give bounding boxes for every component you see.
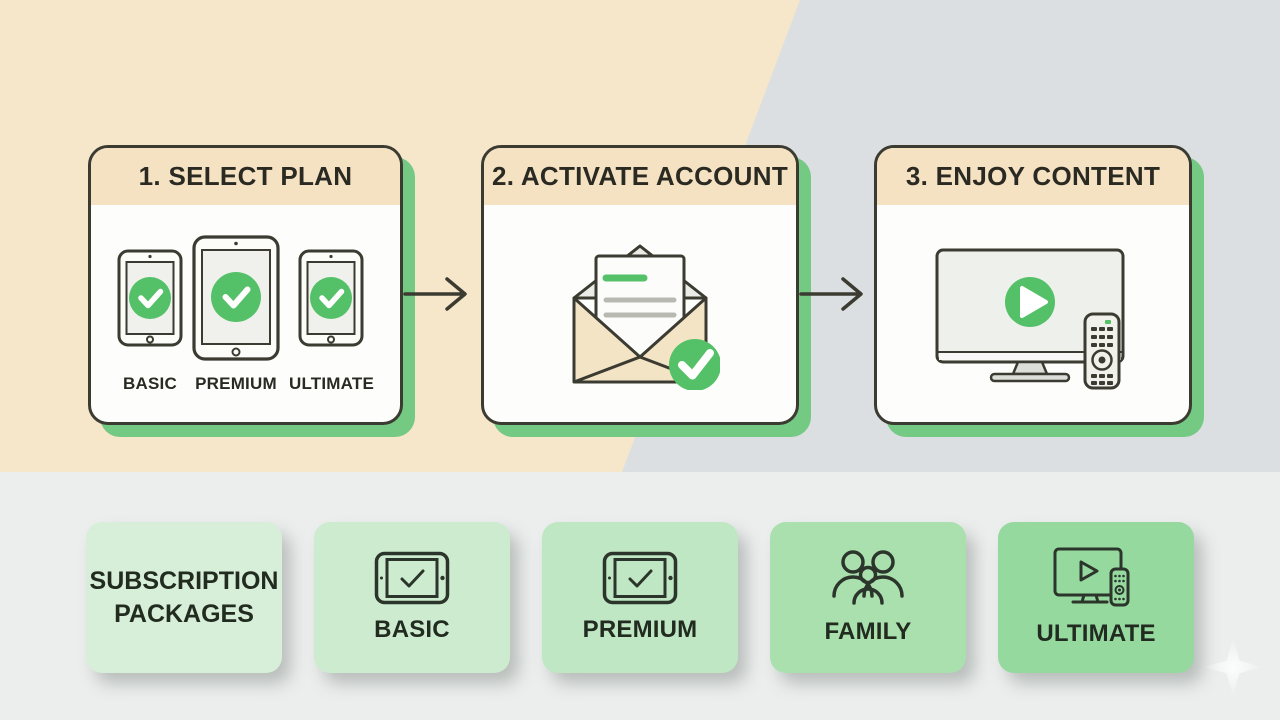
- plan-label: ULTIMATE: [288, 373, 374, 393]
- plan-label: PREMIUM: [195, 373, 277, 393]
- step-card-activate-account: 2. ACTIVATE ACCOUNT: [481, 145, 799, 425]
- tablet-check-icon: [117, 234, 183, 362]
- plan-option-ultimate: ULTIMATE: [289, 234, 374, 394]
- tablet-check-icon: [602, 551, 678, 605]
- step-title: 1. SELECT PLAN: [91, 148, 400, 205]
- package-basic-button[interactable]: BASIC: [314, 522, 510, 673]
- packages-title: SUBSCRIPTION PACKAGES: [89, 566, 279, 628]
- package-family-button[interactable]: FAMILY: [770, 522, 966, 673]
- family-icon: [829, 549, 907, 607]
- tv-play-remote-icon: [935, 248, 1125, 390]
- plan-option-premium: PREMIUM: [192, 234, 280, 394]
- step-body: BASIC PREMIUM: [91, 205, 400, 422]
- tablet-check-icon: [374, 551, 450, 605]
- package-premium-button[interactable]: PREMIUM: [542, 522, 738, 673]
- tv-remote-icon: [1053, 547, 1139, 609]
- tablet-check-icon: [192, 234, 280, 362]
- step-title: 3. ENJOY CONTENT: [877, 148, 1189, 205]
- subscription-packages-header: SUBSCRIPTION PACKAGES: [86, 522, 282, 673]
- package-label: PREMIUM: [582, 616, 698, 643]
- package-label: ULTIMATE: [1036, 620, 1156, 647]
- step-card-select-plan: 1. SELECT PLAN BASIC: [88, 145, 403, 425]
- arrow-right-icon: [403, 277, 467, 311]
- step-card-enjoy-content: 3. ENJOY CONTENT: [874, 145, 1192, 425]
- tablets-check-icon: BASIC PREMIUM: [117, 234, 374, 394]
- plan-option-basic: BASIC: [117, 234, 183, 394]
- step-title: 2. ACTIVATE ACCOUNT: [484, 148, 796, 205]
- package-label: FAMILY: [824, 618, 912, 645]
- plan-label: BASIC: [123, 373, 177, 393]
- arrow-right-icon: [799, 277, 863, 311]
- tablet-check-icon: [298, 234, 364, 362]
- package-ultimate-button[interactable]: ULTIMATE: [998, 522, 1194, 673]
- package-label: BASIC: [374, 616, 450, 643]
- step-body: [877, 205, 1189, 422]
- envelope-check-icon: [572, 244, 720, 390]
- step-body: [484, 205, 796, 422]
